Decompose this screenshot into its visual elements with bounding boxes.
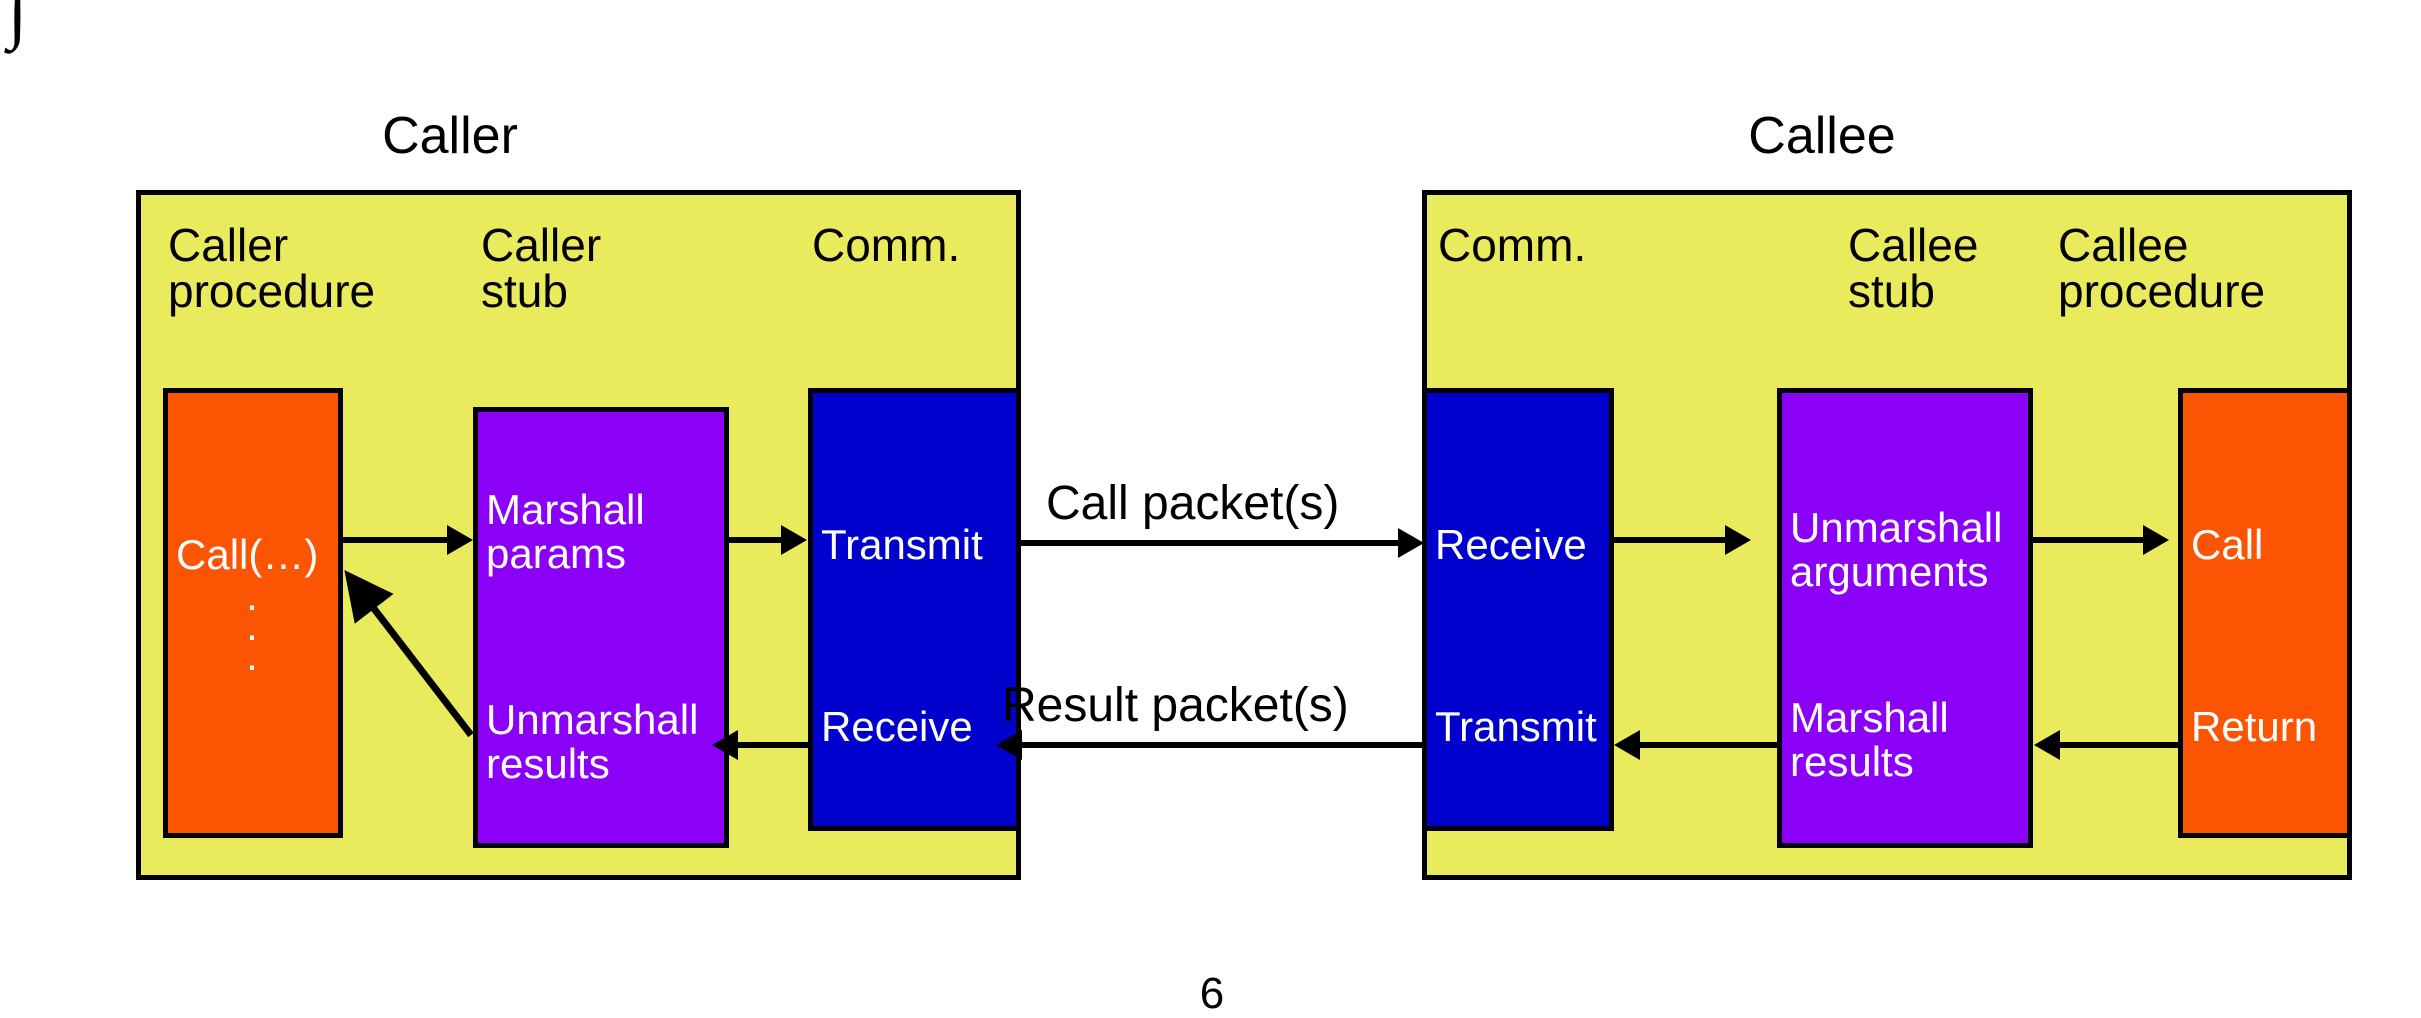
caller-stub-unmarshall-label: Unmarshall results [486, 696, 699, 788]
callee-column-label-stub: Callee stub [1848, 219, 1979, 317]
arrow-caller-stub-to-comm-line [729, 537, 781, 543]
arrow-call-packet-head [1398, 528, 1424, 558]
caller-comm-transmit-label: Transmit [821, 521, 983, 568]
arrow-callee-comm-to-stub-head [1725, 525, 1751, 555]
result-packet-label: Result packet(s) [1002, 679, 1349, 732]
stray-glyph: ∫ [8, 0, 28, 51]
arrow-result-packet-line [1022, 742, 1422, 748]
arrow-caller-procedure-to-stub-head [447, 525, 473, 555]
caller-panel-title: Caller [382, 107, 518, 165]
caller-procedure-call-label: Call(…) [176, 531, 319, 578]
callee-procedure-block[interactable]: Call Return [2178, 388, 2352, 838]
arrow-callee-stub-to-procedure-head [2143, 525, 2169, 555]
arrow-callee-comm-to-stub-line [1614, 537, 1725, 543]
callee-stub-unmarshall-label: Unmarshall arguments [1790, 504, 2003, 596]
arrow-callee-stub-to-procedure-line [2033, 537, 2143, 543]
arrow-caller-comm-to-stub-line [738, 742, 808, 748]
callee-stub-marshall-label: Marshall results [1790, 694, 1949, 786]
callee-panel-title: Callee [1748, 107, 1896, 165]
caller-column-label-comm: Comm. [812, 219, 961, 271]
arrow-caller-comm-to-stub-head [712, 730, 738, 760]
caller-column-label-stub: Caller stub [481, 219, 602, 317]
callee-procedure-call-label: Call [2191, 521, 2264, 568]
caller-stub-block[interactable]: Marshall params Unmarshall results [473, 407, 729, 848]
arrow-callee-procedure-to-stub-head [2034, 730, 2060, 760]
caller-column-label-procedure: Caller procedure [168, 219, 376, 317]
callee-comm-receive-label: Receive [1435, 521, 1587, 568]
caller-procedure-block[interactable]: Call(…) [163, 388, 343, 838]
callee-stub-block[interactable]: Unmarshall arguments Marshall results [1777, 388, 2033, 848]
caller-procedure-ellipsis: · · · [245, 581, 259, 689]
arrow-callee-procedure-to-stub-line [2060, 742, 2178, 748]
caller-comm-block[interactable]: Transmit Receive [808, 388, 1021, 831]
page-number: 6 [1199, 969, 1225, 1018]
arrow-callee-stub-to-comm-head [1614, 730, 1640, 760]
callee-comm-transmit-label: Transmit [1435, 703, 1597, 750]
caller-comm-receive-label: Receive [821, 703, 973, 750]
callee-procedure-return-label: Return [2191, 703, 2318, 750]
arrow-call-packet-line [1021, 540, 1398, 546]
callee-comm-block[interactable]: Receive Transmit [1422, 388, 1614, 831]
call-packet-label: Call packet(s) [1046, 477, 1340, 530]
caller-stub-marshall-label: Marshall params [486, 486, 645, 578]
arrow-caller-procedure-to-stub-line [343, 537, 447, 543]
callee-column-label-procedure: Callee procedure [2058, 219, 2266, 317]
arrow-result-packet-head [996, 730, 1022, 760]
arrow-caller-stub-to-comm-head [781, 525, 807, 555]
callee-column-label-comm: Comm. [1438, 219, 1587, 271]
arrow-callee-stub-to-comm-line [1640, 742, 1777, 748]
